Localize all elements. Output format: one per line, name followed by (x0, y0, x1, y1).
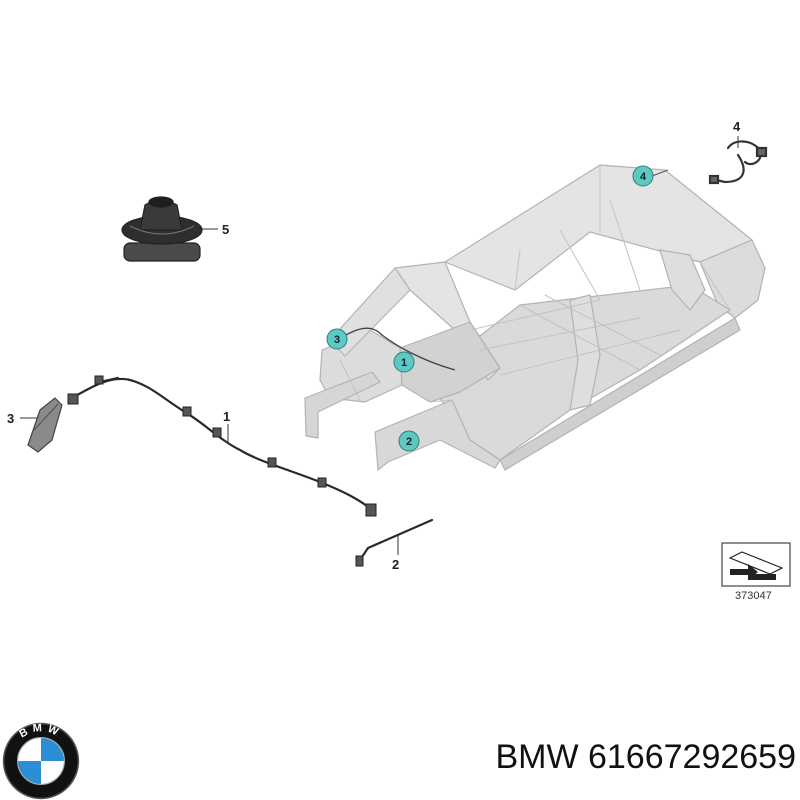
part-2-number: 2 (392, 557, 399, 572)
badge-3: 3 (326, 328, 348, 350)
part-2-cable-drawing (355, 518, 434, 567)
car-body-shell (304, 164, 766, 471)
part-1-harness-clips (67, 375, 377, 517)
svg-text:3: 3 (334, 334, 340, 346)
bmw-logo: BMW (2, 722, 80, 800)
part-3-bracket-drawing (27, 397, 63, 453)
part-4-number: 4 (733, 119, 741, 134)
installed-wire-rear (651, 169, 669, 177)
part-3-number: 3 (7, 411, 14, 426)
badge-2: 2 (398, 430, 420, 452)
svg-text:2: 2 (406, 436, 412, 448)
reference-symbol (721, 542, 791, 587)
footer-part-label: BMW 61667292659 (408, 738, 796, 777)
badge-4: 4 (632, 165, 654, 187)
footer-brand: BMW (495, 738, 579, 776)
svg-text:4: 4 (640, 171, 647, 183)
installed-harness (339, 327, 456, 371)
badge-1: 1 (393, 351, 415, 373)
footer-part-number: 61667292659 (587, 738, 796, 776)
part-1-number: 1 (223, 409, 230, 424)
svg-text:1: 1 (401, 357, 407, 369)
parts-diagram: 1 2 3 4 5 1 2 3 4 373047 (7, 119, 791, 602)
car-body-detail-lines (339, 165, 731, 403)
part-5-number: 5 (222, 222, 229, 237)
part-5-grommet-drawing (121, 196, 203, 262)
reference-code: 373047 (735, 590, 772, 602)
part-4-wire-drawing (708, 140, 768, 185)
